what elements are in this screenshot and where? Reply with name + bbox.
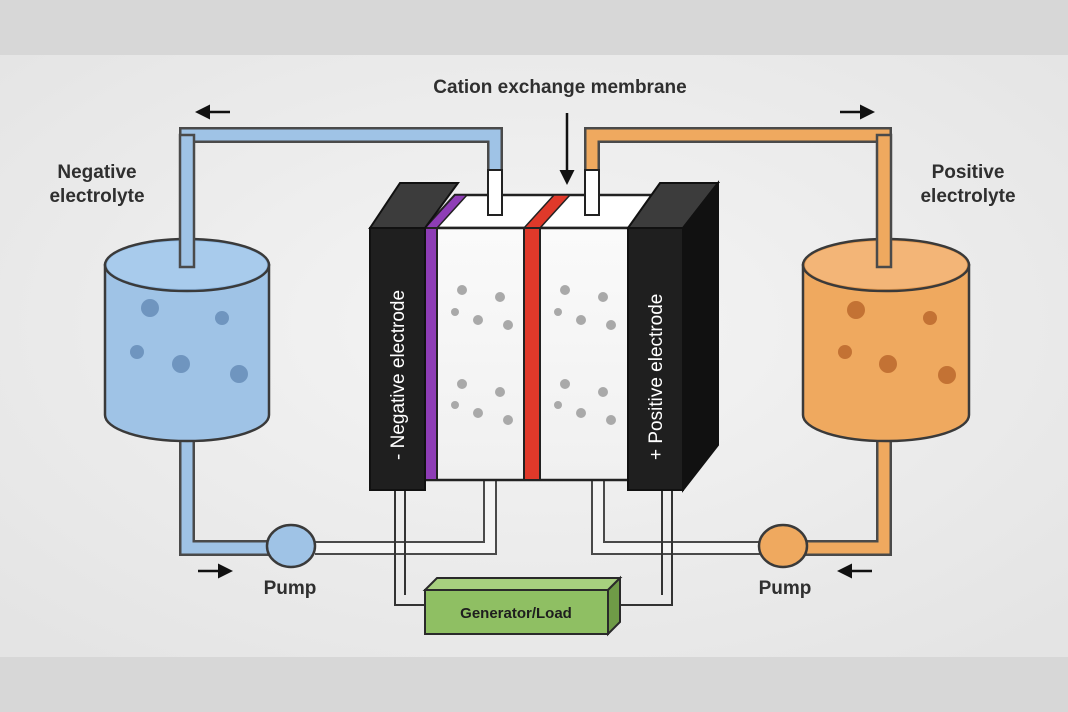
pump-left [265, 523, 317, 569]
membrane-title: Cation exchange membrane [433, 77, 686, 98]
positive-electrolyte-label-1: Positive [932, 162, 1005, 183]
positive-electrode [626, 180, 721, 493]
load-wires [394, 485, 673, 606]
negative-electrolyte-tank [103, 237, 271, 443]
negative-electrolyte-label-1: Negative [57, 162, 136, 183]
ion-particles [451, 285, 616, 425]
negative-electrode [368, 182, 460, 491]
positive-electrolyte-tank [801, 237, 971, 443]
generator-load-label: Generator/Load [460, 605, 572, 622]
positive-electrode-label: + Positive electrode [646, 294, 667, 460]
flow-cell: - Negative electrode + Positive electrod… [368, 169, 721, 493]
cation-exchange-membrane [522, 194, 572, 481]
positive-electrolyte-label-2: electrolyte [920, 186, 1015, 207]
pump-left-label: Pump [264, 578, 317, 599]
negative-electrode-label: - Negative electrode [388, 290, 409, 460]
pump-right [757, 523, 809, 569]
generator-load-box: Generator/Load [422, 575, 623, 637]
negative-electrolyte-label-2: electrolyte [49, 186, 144, 207]
pump-right-label: Pump [759, 578, 812, 599]
